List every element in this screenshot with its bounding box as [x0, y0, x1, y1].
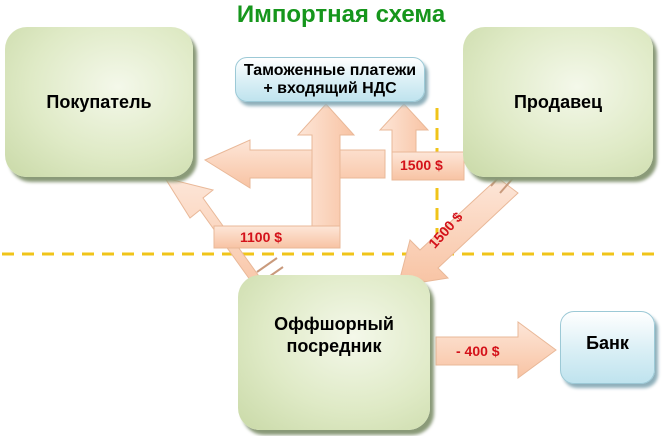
- amount-bar-1100: [213, 225, 341, 249]
- amount-seller-to-customs: 1500 $: [400, 157, 443, 173]
- node-offshore-line1: Оффшорный: [274, 314, 394, 334]
- node-seller: Продавец: [463, 27, 653, 177]
- node-offshore: Оффшорный посредник: [238, 275, 430, 430]
- node-buyer: Покупатель: [5, 27, 193, 177]
- arrow-seller-to-offshore: [397, 177, 519, 287]
- diagram-title: Импортная схема: [236, 1, 446, 28]
- node-bank: Банк: [560, 311, 655, 384]
- node-bank-label: Банк: [586, 333, 629, 353]
- node-buyer-label: Покупатель: [46, 92, 152, 112]
- arrow-to-customs-middle: [296, 103, 356, 229]
- arrow-to-buyer-horizontal: [203, 139, 386, 189]
- amount-bar-1500-top: [391, 151, 465, 181]
- node-customs-line2: + входящий НДС: [263, 79, 397, 97]
- node-customs: Таможенные платежи + входящий НДС: [235, 57, 425, 102]
- arrow-offshore-to-bank: [435, 321, 557, 379]
- node-seller-label: Продавец: [513, 92, 603, 112]
- node-offshore-line2: посредник: [286, 336, 382, 356]
- amount-offshore-to-bank: - 400 $: [456, 343, 500, 359]
- amount-offshore-to-buyer: 1100 $: [240, 229, 283, 245]
- node-customs-line1: Таможенные платежи: [243, 61, 417, 79]
